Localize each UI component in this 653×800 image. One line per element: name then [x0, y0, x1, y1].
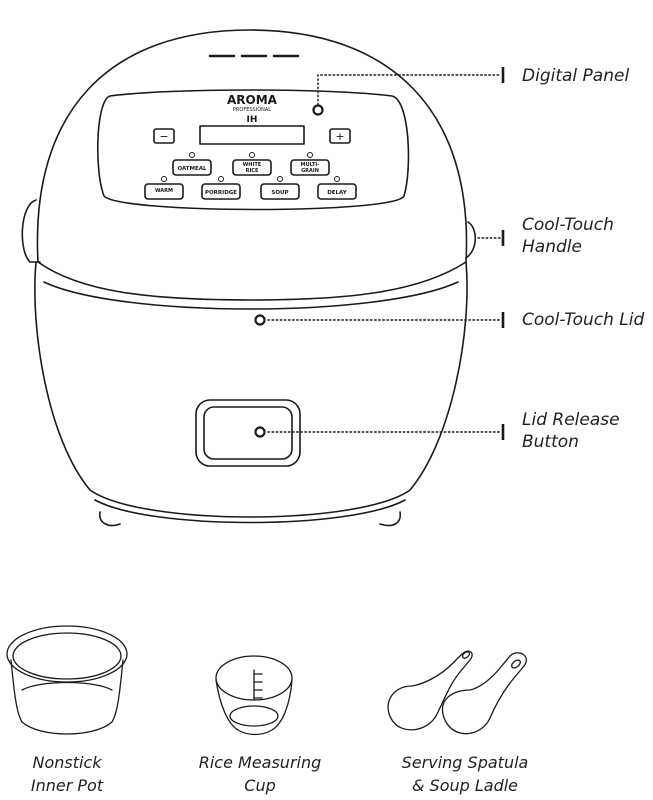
measuring-cup-body	[215, 679, 293, 736]
soup-button-frame	[260, 183, 300, 200]
lid-release-outer	[195, 399, 301, 467]
porridge-button-frame	[201, 183, 241, 200]
white-rice-label-2: RICE	[246, 168, 259, 174]
right-foot	[379, 511, 402, 527]
brand-logo: AROMA	[227, 93, 278, 107]
warm-button-frame	[144, 183, 184, 200]
white-rice-label-1: WHITE	[243, 162, 262, 168]
digital-panel-dot	[312, 104, 324, 116]
left-handle	[21, 199, 41, 263]
lid-dot	[254, 314, 266, 326]
callout-digital-panel: Digital Panel	[522, 66, 630, 86]
callout-cool-touch-lid: Cool-Touch Lid	[522, 310, 645, 330]
callout-lid-release-button: Lid Release Button	[522, 410, 620, 452]
multi-grain-button-frame	[290, 159, 330, 176]
digital-panel-leader	[317, 74, 501, 106]
multi-grain-label-1: MULTI-	[301, 162, 320, 168]
oatmeal-button-frame	[172, 159, 212, 176]
delay-button-frame	[317, 183, 357, 200]
callout-cool-touch-handle: Cool-Touch Handle	[522, 215, 614, 257]
minus-button-label: −	[159, 130, 168, 143]
right-handle	[465, 221, 477, 259]
brand-sub: PROFESSIONAL	[233, 107, 271, 113]
cooker-base	[34, 261, 468, 518]
cooker-base-bottom	[94, 499, 406, 524]
delay-label: DELAY	[327, 190, 348, 196]
inner-pot-rim	[6, 625, 128, 683]
serving-spatula	[387, 650, 473, 731]
porridge-label: PORRIDGE	[205, 190, 237, 196]
plus-button-label: +	[335, 130, 344, 143]
cooker-lid	[36, 29, 468, 301]
warm-label: WARM	[155, 188, 173, 194]
lid-seam	[43, 281, 459, 310]
multi-grain-label-2: GRAIN	[301, 168, 319, 174]
release-dot	[254, 426, 266, 438]
minus-button-frame	[153, 128, 175, 144]
ih-badge: IH	[247, 115, 258, 125]
lid-release-inner	[203, 406, 293, 460]
plus-button-frame	[329, 128, 351, 144]
display-screen	[199, 125, 305, 145]
white-rice-button-frame	[232, 159, 272, 176]
soup-label: SOUP	[271, 190, 288, 196]
inner-pot-body	[10, 659, 124, 735]
soup-ladle	[441, 652, 527, 735]
caption-inner-pot: Nonstick Inner Pot	[30, 753, 104, 795]
oatmeal-label: OATMEAL	[177, 166, 207, 172]
digital-panel-outline	[97, 89, 410, 211]
caption-spatula-ladle: Serving Spatula & Soup Ladle	[401, 753, 529, 795]
caption-measuring-cup: Rice Measuring Cup	[198, 753, 322, 795]
left-foot	[99, 511, 121, 527]
